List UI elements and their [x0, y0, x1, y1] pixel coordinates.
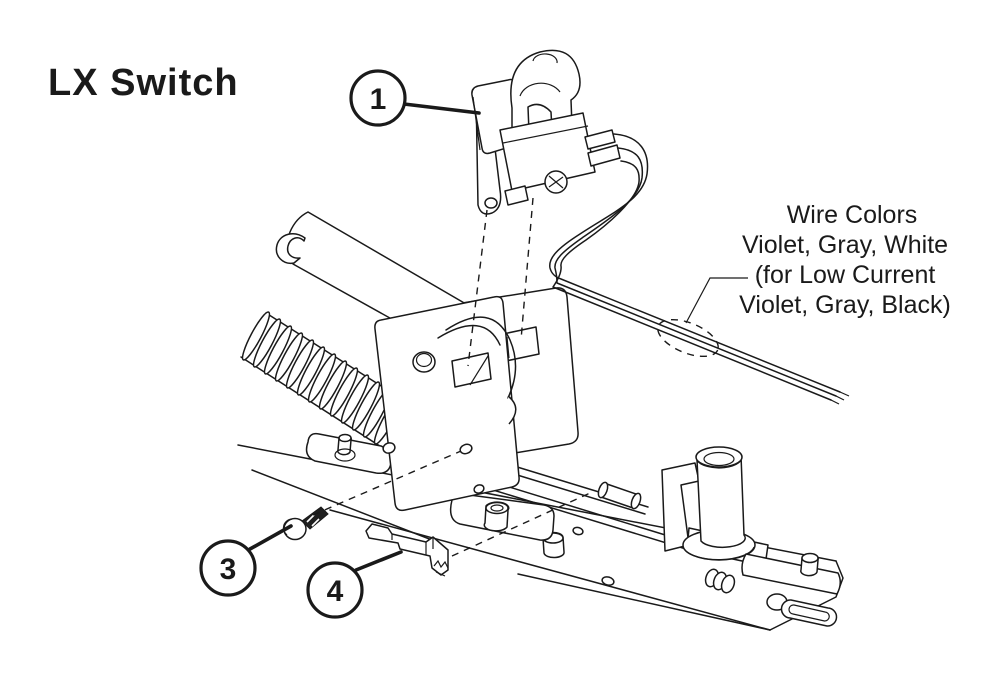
callout-3-leader	[248, 524, 293, 551]
page-title: LX Switch	[48, 62, 239, 104]
switch-clip-part	[365, 523, 449, 577]
end-flange-bar	[741, 553, 841, 595]
u-pin	[780, 599, 838, 627]
switch-foot	[504, 185, 529, 206]
plate-hole	[473, 484, 485, 494]
callout-4-circle	[306, 561, 364, 619]
callout-3-number: 3	[220, 553, 237, 586]
base-hole	[601, 576, 615, 586]
callout-1-circle	[349, 69, 407, 127]
wire-note-line-3: (for Low Current	[755, 261, 936, 289]
callout-3-circle	[199, 539, 257, 597]
base-front-bottom-edge	[517, 573, 771, 631]
base-right-end	[704, 552, 841, 627]
projection-lines	[312, 197, 591, 557]
base-left-rail-edge	[251, 469, 433, 541]
clip-serration	[433, 559, 449, 577]
callout-1: 1	[349, 69, 481, 127]
plate-foot-flange	[449, 493, 555, 541]
switch-mounting-plate	[374, 295, 520, 512]
plate-hole	[382, 442, 396, 454]
front-plate-slot	[451, 352, 492, 388]
wire-note-line-4: Violet, Gray, Black)	[739, 291, 951, 319]
wire-note: Wire Colors Violet, Gray, White (for Low…	[657, 201, 951, 358]
callout-1-leader	[402, 102, 481, 115]
wire-note-leader	[685, 277, 748, 324]
wire-highlight-ellipse	[657, 318, 719, 358]
cylinder-post	[682, 446, 756, 561]
plate-round-hole	[412, 351, 436, 373]
mounting-screw-part	[282, 506, 329, 541]
wire-bundle	[549, 133, 850, 405]
callout-4-leader	[354, 550, 403, 572]
callout-1-number: 1	[370, 83, 387, 116]
base-hole	[572, 526, 584, 536]
terminal	[584, 129, 616, 150]
wire-note-line-2: Violet, Gray, White	[742, 231, 948, 259]
cone-fork-hook	[275, 233, 306, 265]
callout-4-number: 4	[327, 575, 344, 608]
lx-switch-assembly	[471, 49, 621, 215]
base-front-top-edge	[329, 509, 771, 631]
microswitch-body	[499, 112, 621, 206]
wire-tips	[830, 391, 850, 405]
cylinder-bracket	[661, 462, 700, 552]
wire-note-line-1: Wire Colors	[787, 201, 918, 229]
guide-arc-inner	[437, 324, 501, 346]
callout-3: 3	[199, 524, 293, 597]
callout-4: 4	[306, 550, 403, 619]
terminal	[587, 144, 621, 167]
plate-d-notch	[507, 395, 517, 425]
guide-arc	[445, 316, 517, 399]
